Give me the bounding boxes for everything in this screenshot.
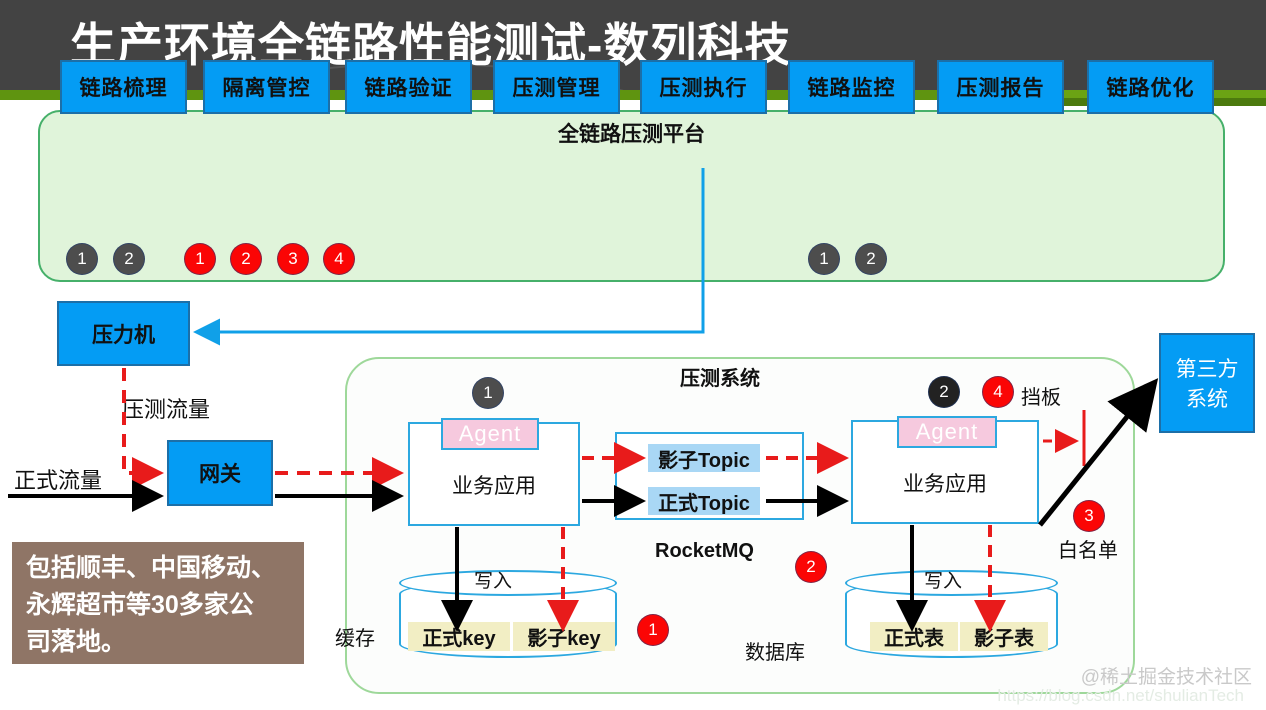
module-box-test-management[interactable]: 压测管理 bbox=[493, 60, 620, 114]
platform-badge-right-gray-1: 1 bbox=[808, 243, 840, 275]
badge-stub-4: 4 bbox=[982, 376, 1014, 408]
gateway-box[interactable]: 网关 bbox=[167, 440, 273, 506]
rocketmq-label: RocketMQ bbox=[655, 540, 754, 562]
business-app-right-label: 业务应用 bbox=[903, 473, 987, 496]
formal-topic-chip: 正式Topic bbox=[648, 487, 760, 515]
module-box-isolation-control[interactable]: 隔离管控 bbox=[203, 60, 330, 114]
module-box-link-verification[interactable]: 链路验证 bbox=[345, 60, 472, 114]
platform-badge-red-3: 3 bbox=[277, 243, 309, 275]
badge-mq-2: 2 bbox=[795, 551, 827, 583]
database-cylinder-top bbox=[845, 570, 1058, 596]
whitelist-label: 白名单 bbox=[1058, 540, 1118, 562]
platform-badge-red-2: 2 bbox=[230, 243, 262, 275]
watermark-handle: @稀土掘金技术社区 bbox=[1080, 667, 1252, 688]
platform-heading: 全链路压测平台 bbox=[558, 123, 705, 146]
platform-badge-gray-2: 2 bbox=[113, 243, 145, 275]
module-box-link-monitoring[interactable]: 链路监控 bbox=[788, 60, 915, 114]
customer-note-line-1: 包括顺丰、中国移动、 bbox=[26, 554, 277, 582]
badge-app-left-1: 1 bbox=[472, 377, 504, 409]
agent-chip-right: Agent bbox=[897, 416, 997, 448]
watermark-url: https://blog.csdn.net/shulianTech bbox=[997, 686, 1244, 705]
business-app-left-label: 业务应用 bbox=[452, 475, 536, 498]
business-app-right-box[interactable]: 业务应用 bbox=[851, 420, 1039, 524]
database-formal-table-cell: 正式表 bbox=[870, 622, 958, 651]
load-generator-box[interactable]: 压力机 bbox=[57, 301, 190, 366]
database-shadow-table-cell: 影子表 bbox=[960, 622, 1048, 651]
cache-formal-key-cell: 正式key bbox=[408, 622, 510, 651]
production-traffic-label: 正式流量 bbox=[14, 468, 103, 493]
module-box-link-analysis[interactable]: 链路梳理 bbox=[60, 60, 187, 114]
cache-write-label: 写入 bbox=[474, 571, 513, 592]
stub-label: 挡板 bbox=[1021, 387, 1061, 409]
badge-whitelist-3: 3 bbox=[1073, 500, 1105, 532]
badge-cache-1: 1 bbox=[637, 614, 669, 646]
title-bar: 生产环境全链路性能测试-数列科技 bbox=[0, 0, 1266, 90]
cache-label: 缓存 bbox=[335, 628, 375, 650]
badge-app-right-2: 2 bbox=[928, 376, 960, 408]
database-write-label: 写入 bbox=[924, 571, 963, 592]
platform-badge-red-1: 1 bbox=[184, 243, 216, 275]
platform-badge-gray-1: 1 bbox=[66, 243, 98, 275]
platform-badge-red-4: 4 bbox=[323, 243, 355, 275]
test-system-title: 压测系统 bbox=[680, 368, 760, 390]
cache-cylinder-top bbox=[399, 570, 617, 596]
platform-badge-right-gray-2: 2 bbox=[855, 243, 887, 275]
database-label: 数据库 bbox=[745, 642, 805, 664]
customer-note-box: 包括顺丰、中国移动、 永辉超市等30多家公 司落地。 bbox=[12, 542, 304, 664]
customer-note-line-3: 司落地。 bbox=[26, 628, 127, 656]
third-party-system-box[interactable]: 第三方系统 bbox=[1159, 333, 1255, 433]
module-box-test-report[interactable]: 压测报告 bbox=[937, 60, 1064, 114]
agent-chip-left: Agent bbox=[441, 418, 539, 450]
customer-note-line-2: 永辉超市等30多家公 bbox=[26, 591, 254, 619]
shadow-topic-chip: 影子Topic bbox=[648, 444, 760, 472]
module-box-link-optimization[interactable]: 链路优化 bbox=[1087, 60, 1214, 114]
cache-shadow-key-cell: 影子key bbox=[513, 622, 615, 651]
module-box-test-execution[interactable]: 压测执行 bbox=[640, 60, 767, 114]
test-traffic-label: 压测流量 bbox=[122, 397, 211, 422]
